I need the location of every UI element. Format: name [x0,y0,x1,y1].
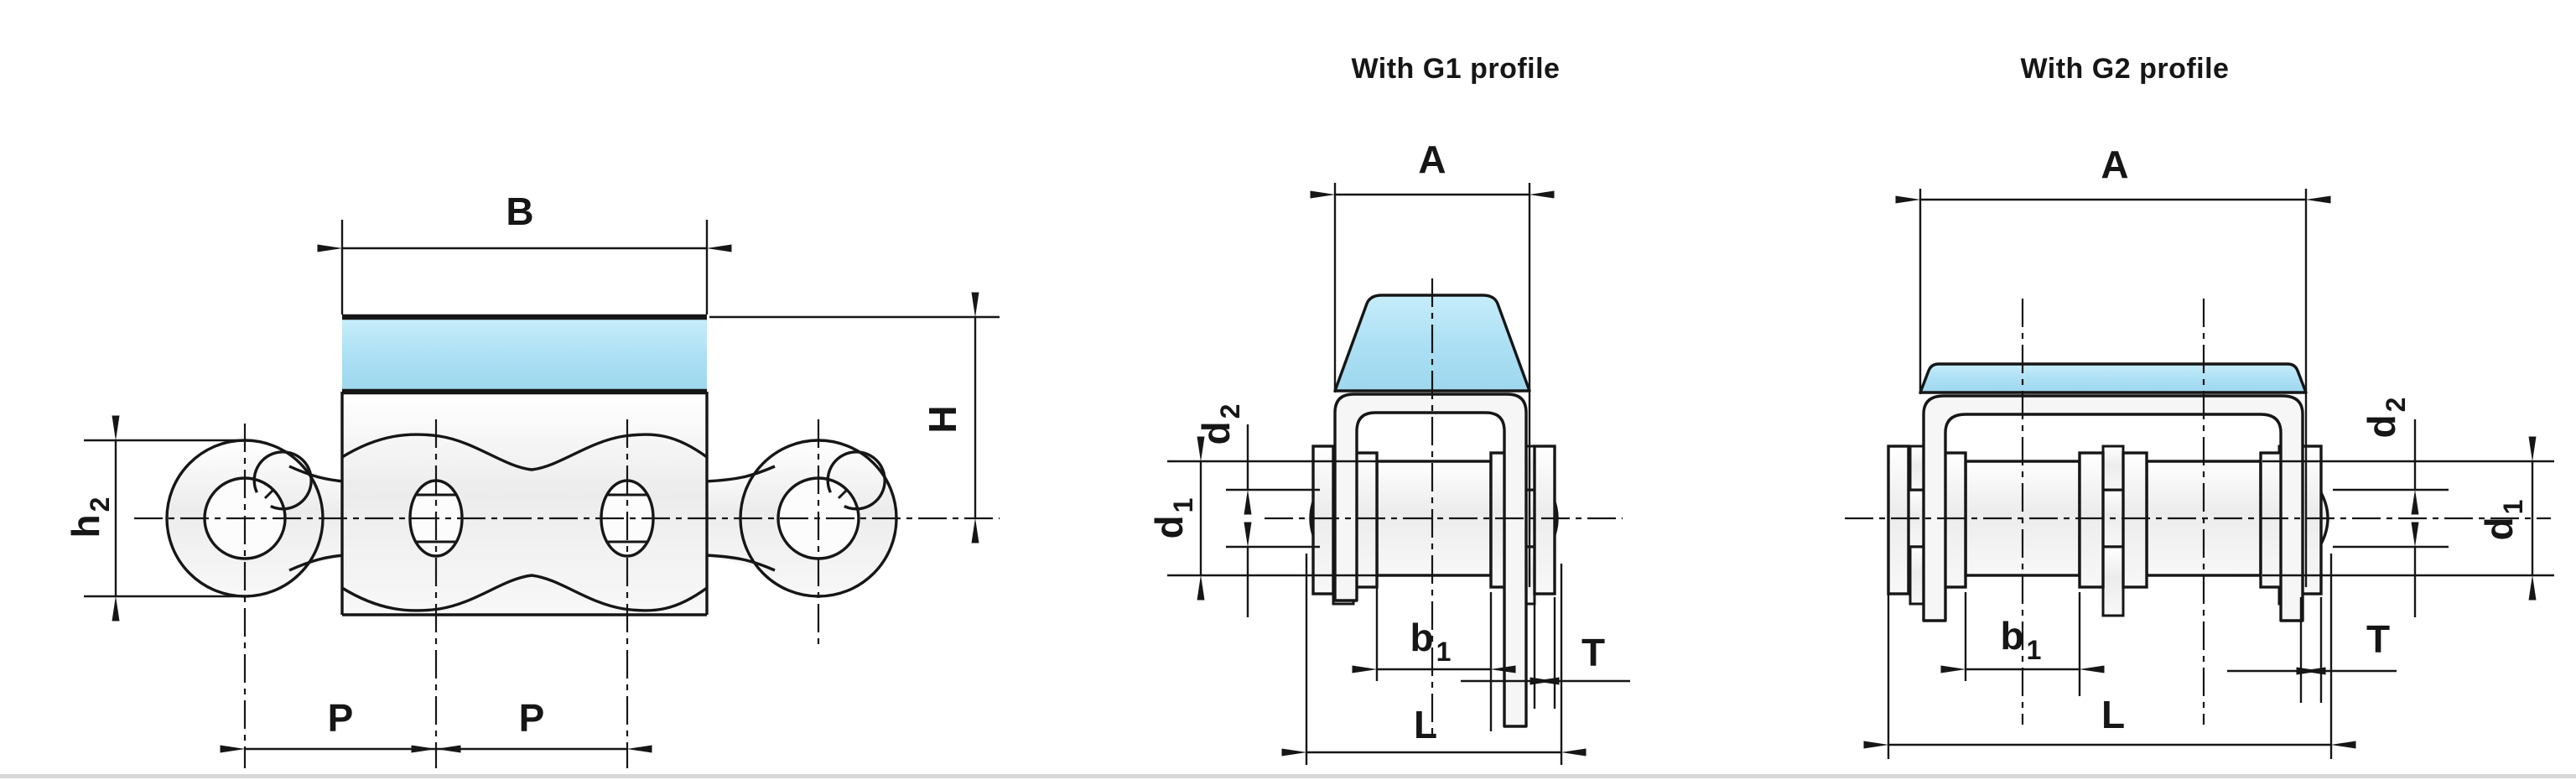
g2-dim-label-T: T [2366,617,2390,661]
g2-attachment-clip [1922,394,2304,622]
g1-dimension-d1 [1167,436,1377,601]
g2-centerlines [1845,299,2551,725]
dim-label-H: H [921,405,964,433]
g2-inner-plate-3 [2122,451,2148,589]
g1-title: With G1 profile [1352,53,1561,85]
side-view-centerlines [134,419,1000,768]
g1-dim-label-T: T [1581,631,1605,674]
g2-dim-label-d2-base: d [2360,414,2403,438]
g2-dim-label-d1-sub: 1 [2498,500,2528,515]
g2-dim-label-b1-base: b [2001,614,2024,658]
g2-dim-label-d2-sub: 2 [2381,398,2411,413]
g1-view-diagram: With G1 profile [1147,53,1630,765]
g1-dim-label-b1: b1 [1410,616,1452,667]
g2-dimension-b1 [1940,592,2105,696]
g2-dimension-L [1863,554,2356,759]
g2-dim-label-A: A [2101,143,2128,186]
g2-view-diagram: With G2 profile [1845,53,2554,759]
g1-dim-label-d1: d1 [1147,498,1198,539]
g2-dim-label-b1: b1 [2001,614,2042,665]
g2-profile [1919,362,2308,394]
g2-inner-plate-2 [2078,451,2105,589]
dimension-h2 [84,415,250,621]
inner-plate-bottom-contour [341,574,709,612]
bottom-edge-strip [0,774,2576,778]
g1-dimension-d2 [1226,424,1320,617]
g1-outer-plate-right [1533,445,1556,595]
pin-hole-right [826,450,886,511]
g2-dimension-d1 [2262,436,2554,601]
g1-dimension-A [1310,183,1555,587]
g1-dim-label-d2: d2 [1194,404,1245,445]
side-view-diagram: B H h2 P P [64,190,1000,768]
g1-dimension-L [1281,554,1587,765]
g2-dim-label-d1: d1 [2477,500,2528,541]
dim-label-P2: P [519,696,545,740]
g2-dim-label-d2: d2 [2360,398,2411,439]
g2-dimension-d2 [2333,419,2449,617]
g1-dimension-b1 [1352,587,1516,731]
dim-label-B: B [506,190,533,233]
g1-dim-label-A: A [1418,138,1446,181]
g1-dim-label-b1-base: b [1410,616,1434,659]
dim-label-h2: h2 [64,497,115,538]
dim-label-h2-base: h [64,514,107,538]
g2-dim-label-b1-sub: 1 [2027,635,2042,665]
g2-outer-plate-left [1887,445,1910,595]
g1-dim-label-d2-sub: 2 [1215,404,1245,419]
g1-outer-plate-left [1311,445,1335,595]
g2-dimension-T [2227,597,2397,703]
dim-label-P1: P [328,696,354,740]
pin-hole-tick-left [263,488,275,500]
g1-dimension-T [1461,597,1630,709]
dimension-B [317,220,732,315]
waist-bottom-left [288,554,345,572]
g2-dim-label-d1-base: d [2477,517,2521,540]
waist-top-right [704,465,776,483]
g1-dim-label-b1-sub: 1 [1436,637,1452,667]
dim-label-h2-sub: 2 [85,497,115,512]
g2-dim-label-L: L [2101,693,2125,736]
profile-strip [342,320,707,390]
g1-centerlines [1265,278,1623,736]
g1-dim-label-L: L [1414,703,1437,746]
g1-dim-label-d2-base: d [1194,421,1238,445]
g1-dim-label-d1-base: d [1147,515,1191,538]
g2-dimension-A [1895,189,2331,587]
g1-attachment-clip [1333,393,1528,728]
g2-title: With G2 profile [2021,53,2230,85]
waist-bottom-right [704,554,776,572]
g1-dim-label-d1-sub: 1 [1168,498,1198,513]
pin-hole-tick-right [837,488,849,500]
dimension-H [709,292,1000,543]
inner-plate-top-contour [341,433,709,471]
waist-top-left [288,465,345,483]
pin-hole-left [252,450,313,511]
